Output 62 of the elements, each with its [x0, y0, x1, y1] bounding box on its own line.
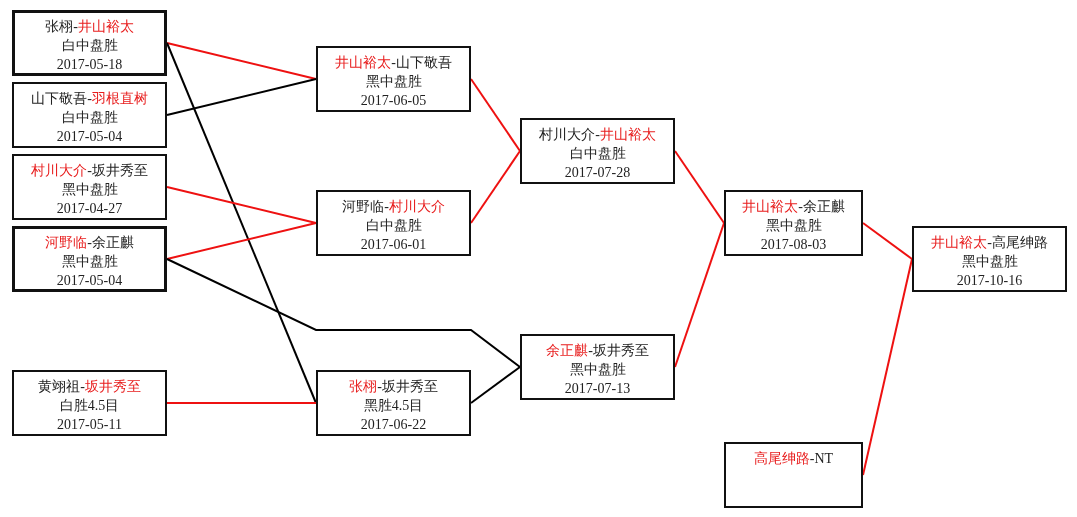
- connector-line: [470, 366, 521, 404]
- match-box: [12, 370, 167, 436]
- match-box: [12, 154, 167, 220]
- connector-line: [166, 258, 521, 368]
- game-result: 黑中盘胜: [61, 253, 118, 271]
- match-box: [316, 190, 471, 256]
- connector-line: [166, 186, 317, 224]
- match-box: [724, 190, 863, 256]
- connector-line: [166, 222, 317, 260]
- game-date: 2017-06-05: [360, 92, 427, 110]
- player-names: 余正麒-坂井秀至: [546, 342, 649, 360]
- match-box: [724, 442, 863, 508]
- player-names: 井山裕太-余正麒: [742, 198, 845, 216]
- game-date: 2017-08-03: [760, 236, 827, 254]
- game-result: 白中盘胜: [61, 37, 118, 55]
- game-date: 2017-05-04: [56, 128, 123, 146]
- player-names: 高尾绅路-NT: [753, 450, 834, 468]
- match-box: [520, 118, 675, 184]
- player-names: 河野临-村川大介: [342, 198, 445, 216]
- player-names: 河野临-余正麒: [45, 234, 134, 252]
- player-names: 山下敬吾-羽根直树: [31, 90, 148, 108]
- game-result: 白中盘胜: [365, 217, 422, 235]
- player-names: 井山裕太-高尾绅路: [931, 234, 1048, 252]
- connector-line: [166, 402, 317, 404]
- connector-line: [166, 42, 317, 80]
- player-names: 井山裕太-山下敬吾: [335, 54, 452, 72]
- game-date: 2017-06-01: [360, 236, 427, 254]
- game-date: 2017-06-22: [360, 416, 427, 434]
- game-result: 黑胜4.5目: [363, 397, 424, 415]
- match-box: [316, 370, 471, 436]
- connector-line: [862, 222, 913, 260]
- connector-line: [166, 42, 317, 404]
- game-date: 2017-07-28: [564, 164, 631, 182]
- game-date: 2017-05-18: [56, 56, 123, 74]
- player-names: 黄翊祖-坂井秀至: [38, 378, 141, 396]
- player-names: 村川大介-井山裕太: [539, 126, 656, 144]
- game-result: 黑中盘胜: [365, 73, 422, 91]
- player-names: 村川大介-坂井秀至: [31, 162, 148, 180]
- game-result: 白胜4.5目: [59, 397, 120, 415]
- game-result: 黑中盘胜: [961, 253, 1018, 271]
- match-box: [12, 82, 167, 148]
- match-box: [520, 334, 675, 400]
- game-date: 2017-10-16: [956, 272, 1023, 290]
- connector-line: [166, 78, 317, 116]
- match-box: [12, 226, 167, 292]
- game-result: 白中盘胜: [569, 145, 626, 163]
- player-names: 张栩-井山裕太: [45, 18, 134, 36]
- match-box: [912, 226, 1067, 292]
- game-date: 2017-07-13: [564, 380, 631, 398]
- game-result: 黑中盘胜: [569, 361, 626, 379]
- game-result: 白中盘胜: [61, 109, 118, 127]
- connector-line: [470, 78, 521, 152]
- match-box: [316, 46, 471, 112]
- match-box: [12, 10, 167, 76]
- game-result: 黑中盘胜: [61, 181, 118, 199]
- game-date: 2017-05-11: [57, 416, 122, 434]
- player-names: 张栩-坂井秀至: [349, 378, 438, 396]
- connector-line: [470, 150, 521, 224]
- connector-line: [674, 150, 725, 224]
- game-date: 2017-05-04: [56, 272, 123, 290]
- game-date: 2017-04-27: [56, 200, 123, 218]
- game-result: 黑中盘胜: [765, 217, 822, 235]
